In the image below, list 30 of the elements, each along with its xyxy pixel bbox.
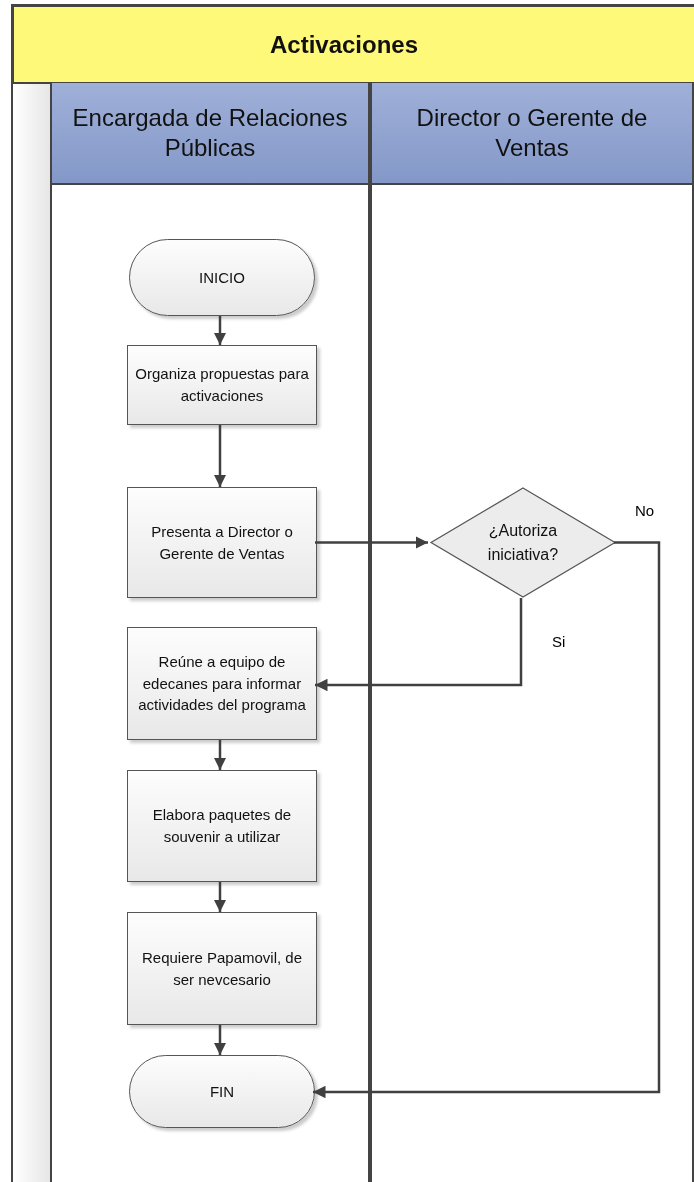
process-box (127, 770, 317, 882)
arrow (213, 425, 227, 487)
arrow (315, 536, 428, 549)
process-text: Organiza propuestas para activaciones (134, 364, 310, 406)
terminator-text: INICIO (199, 267, 245, 288)
arrow (315, 598, 523, 692)
arrow (213, 1025, 227, 1055)
arrow (313, 541, 661, 1099)
arrow (213, 740, 227, 770)
process-box (127, 912, 317, 1025)
decision-text: ¿Autoriza iniciativa? (486, 521, 560, 565)
swimlane (50, 83, 370, 1182)
swimlane (370, 83, 694, 1182)
arrow (213, 316, 227, 345)
process-text: Requiere Papamovil, de ser nevcesario (140, 947, 304, 990)
process-text: Reúne a equipo de edecanes para informar actividades del programa (137, 651, 307, 716)
decision-diamond (430, 487, 616, 598)
process-box (127, 345, 317, 425)
lane-header: Director o Gerente de Ventas (372, 83, 692, 185)
lane-header: Encargada de Relaciones Públicas (52, 83, 368, 185)
process-box (127, 487, 317, 598)
arrow (213, 882, 227, 912)
terminator-shape (129, 239, 315, 316)
terminator-text: FIN (209, 1081, 235, 1102)
process-box (127, 627, 317, 740)
title-band: Activaciones (12, 5, 694, 84)
terminator-shape (129, 1055, 315, 1128)
process-text: Elabora paquetes de souvenir a utilizar (151, 805, 293, 847)
process-text: Presenta a Director o Gerente de Ventas (150, 521, 294, 564)
edge-label: Si (550, 633, 568, 650)
